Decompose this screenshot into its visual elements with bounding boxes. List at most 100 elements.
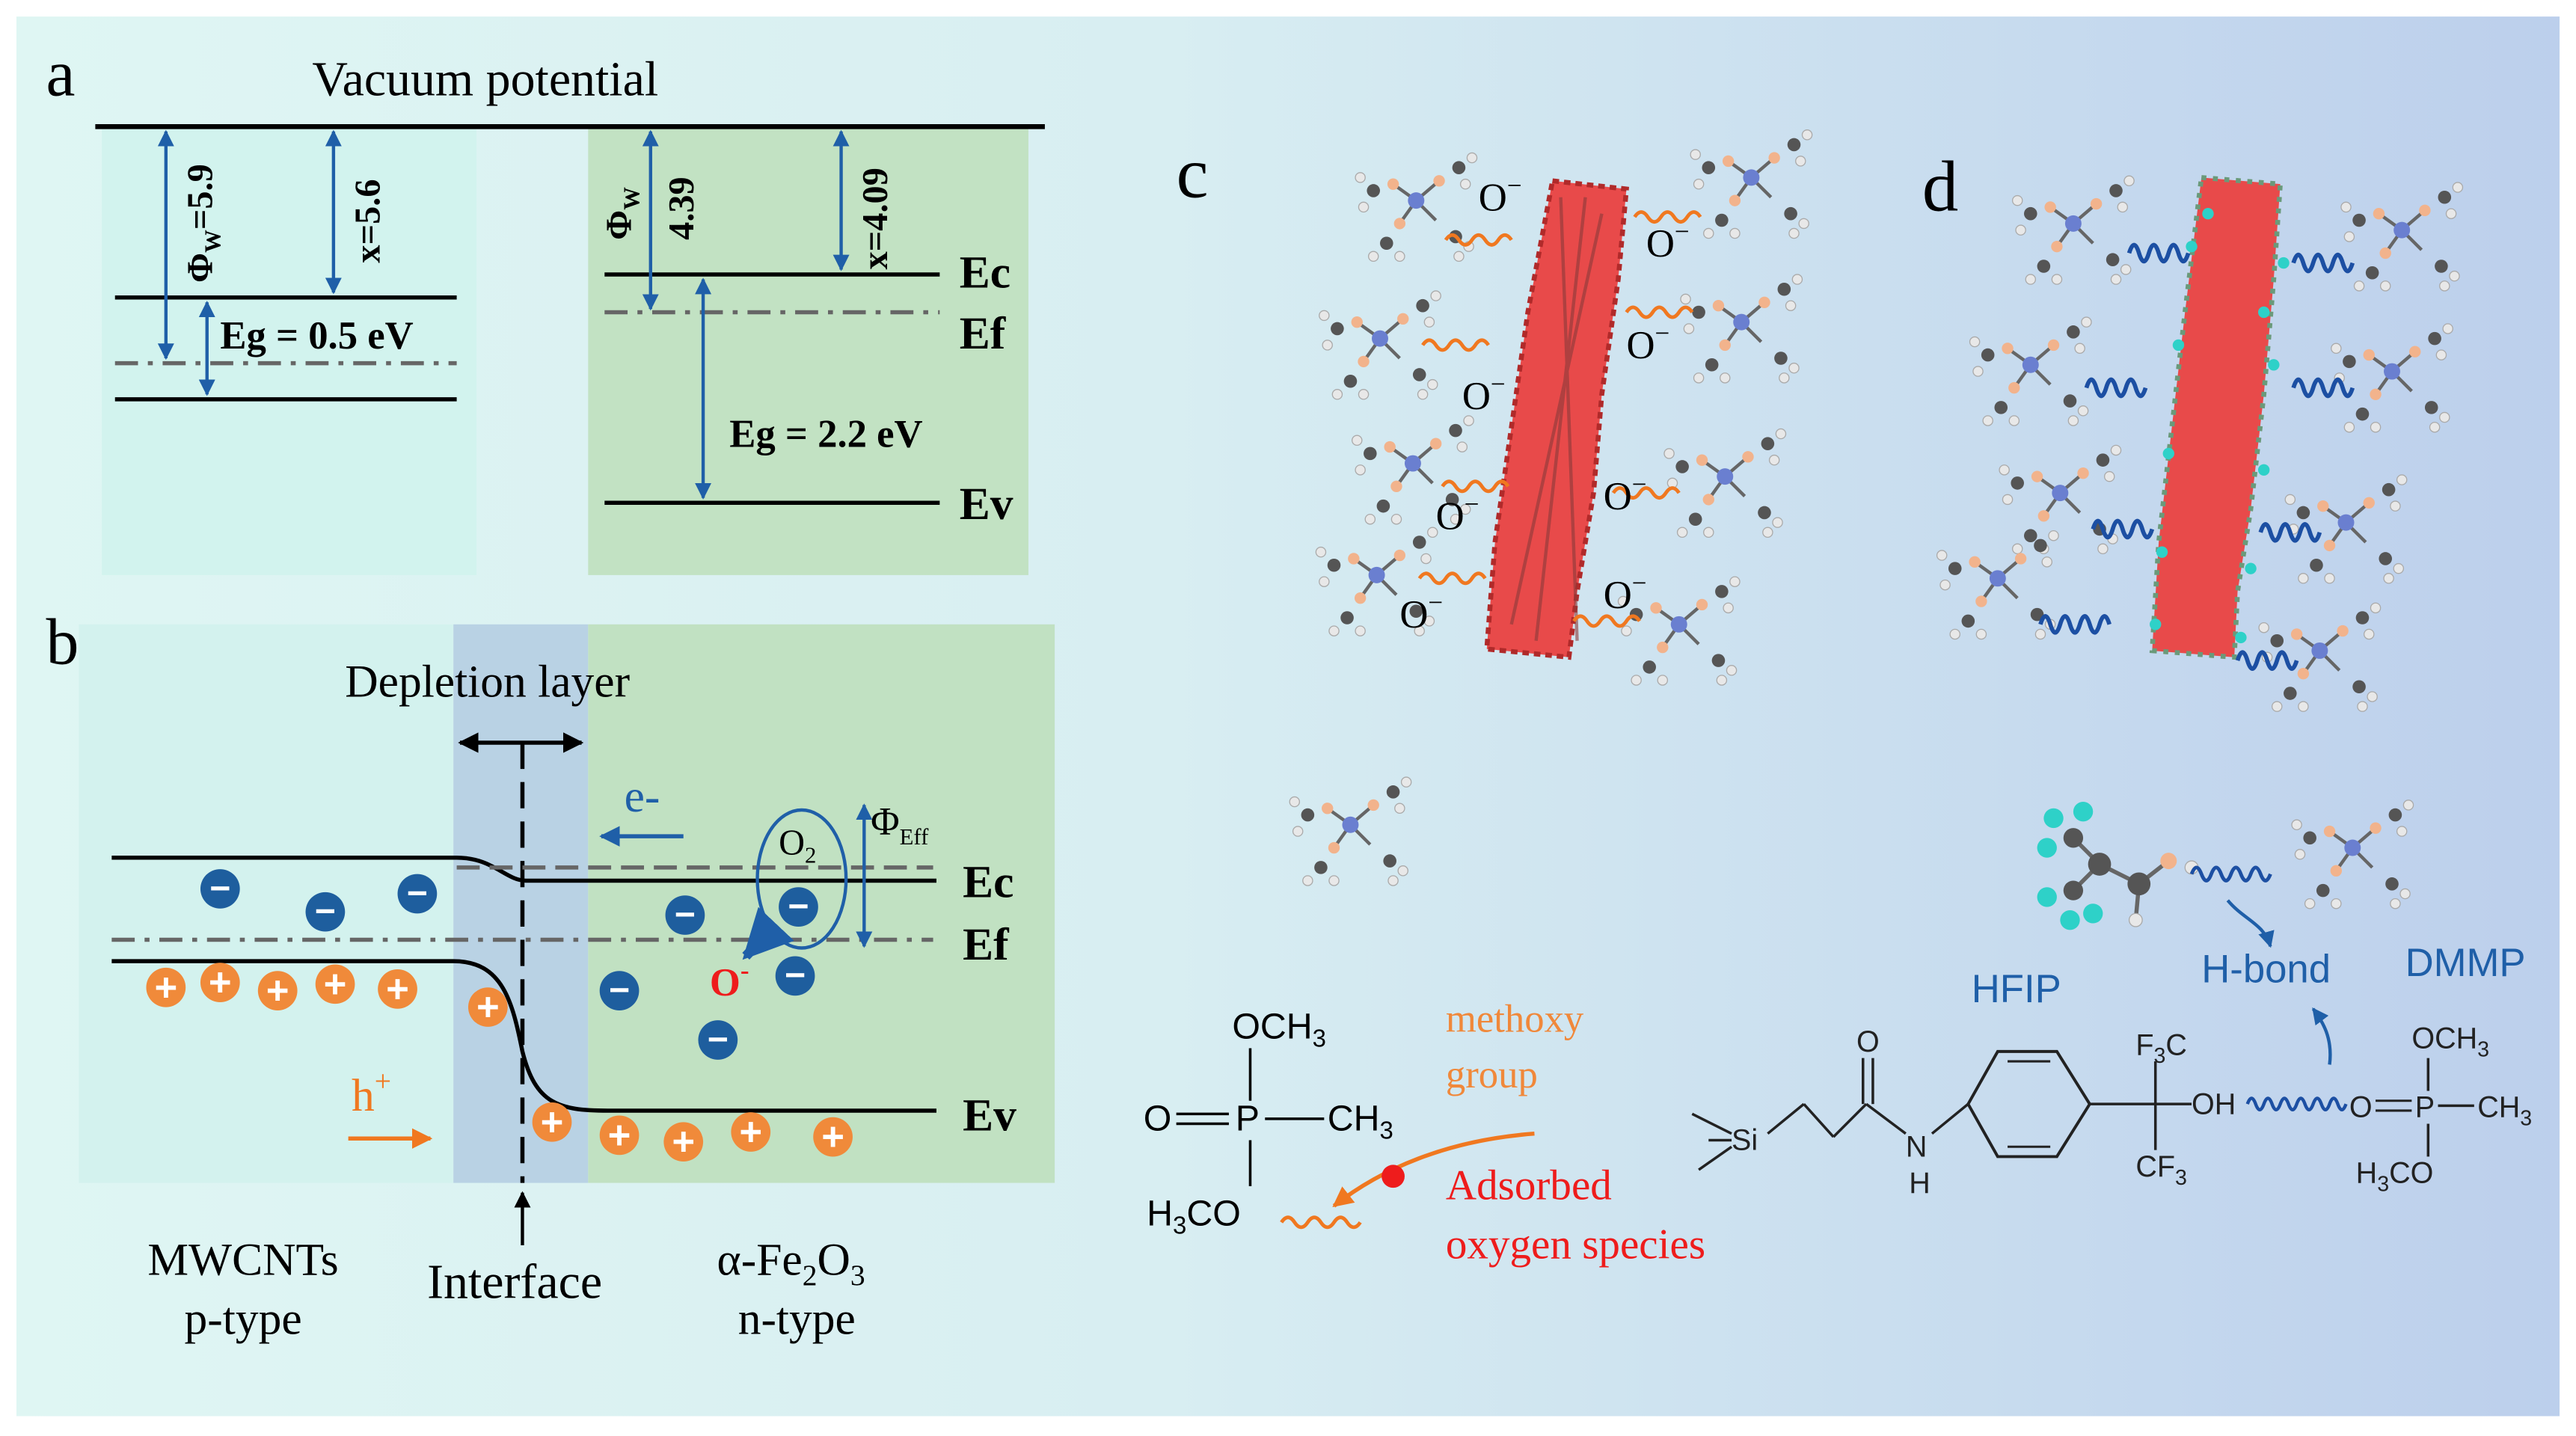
dmmp-structure: OCH3 O P CH3 H3CO <box>1144 1006 1393 1239</box>
o-minus-label: O− <box>1436 489 1479 538</box>
panel-d: d <box>1691 146 2532 1200</box>
atom-n: N <box>1906 1130 1928 1163</box>
hfip-label: HFIP <box>1972 967 2061 1011</box>
electron-sign: − <box>315 892 336 932</box>
panel-b-label: b <box>46 607 79 679</box>
hole-sign: + <box>324 962 347 1006</box>
electron <box>665 895 705 935</box>
electron <box>698 1020 738 1060</box>
electron-flow-label: e- <box>625 771 660 822</box>
electron-sign: − <box>209 868 230 909</box>
o-minus-label: O− <box>1604 470 1647 518</box>
atom-h3co-d: H3CO <box>2356 1157 2434 1197</box>
mwcnt-work-function-label: ΦW=5.9 <box>180 164 225 283</box>
ec-label: Ec <box>963 856 1013 907</box>
fe2o3-ec-label: Ec <box>960 248 1011 298</box>
hole-sign: + <box>821 1115 844 1159</box>
oxygen-reduction-arrow <box>742 906 794 960</box>
panel-c: c O− O− O− <box>1144 130 1812 1268</box>
fe2o3-label: α-Fe2O3 n-type <box>717 1235 877 1345</box>
hole-sign: + <box>266 969 289 1013</box>
o-minus-label: O− <box>1462 369 1506 418</box>
atom-p-d: P <box>2415 1091 2435 1124</box>
atom-h3co: H3CO <box>1147 1194 1241 1239</box>
hbond-pointer-arrow <box>2226 899 2275 948</box>
depletion-layer-label: Depletion layer <box>345 656 630 707</box>
panel-c-label: c <box>1177 133 1209 213</box>
electron <box>305 892 346 932</box>
o2-molecule-ellipse <box>755 808 848 950</box>
atom-o: O <box>1856 1025 1880 1058</box>
atom-f3c: F3C <box>2135 1028 2187 1068</box>
methoxy-bond-squiggle <box>1280 1215 1362 1230</box>
o-minus-label: O− <box>1604 568 1647 617</box>
fe2o3-affinity-label: x=4.09 <box>856 168 895 269</box>
mwcnt-region <box>79 624 454 1183</box>
valence-band <box>111 959 936 1113</box>
fe2o3-ef-label: Ef <box>960 308 1007 359</box>
electron <box>775 956 815 996</box>
fe2o3-band-region <box>588 128 1028 575</box>
o-minus-label: O− <box>1646 217 1690 266</box>
atom-och3: OCH3 <box>1232 1006 1326 1052</box>
hole-sign: + <box>541 1100 564 1144</box>
panel-a-label: a <box>46 38 76 111</box>
atom-cf3: CF3 <box>2135 1150 2187 1190</box>
ef-label: Ef <box>963 919 1010 970</box>
panel-b: b Depletion layer Ec Ef Ev − − − − − − −… <box>46 607 1055 1345</box>
electron-sign: − <box>785 955 806 995</box>
nanotube-d <box>2149 174 2290 660</box>
atom-oh: OH <box>2192 1087 2236 1120</box>
electron <box>599 971 640 1010</box>
atom-ch3: CH3 <box>1328 1098 1393 1144</box>
phi-eff-label: ΦEff <box>871 800 929 850</box>
o-minus-label: O− <box>1399 588 1443 636</box>
atom-p: P <box>1236 1098 1260 1138</box>
hydrogen-bond-squiggle <box>2189 865 2272 883</box>
adsorption-bonds-c <box>1417 210 1702 628</box>
electron-sign: − <box>788 886 809 927</box>
fe2o3-work-function-value: 4.39 <box>662 177 702 240</box>
mwcnt-affinity-label: x=5.6 <box>348 180 387 263</box>
hbond-label: H-bond <box>2201 948 2331 992</box>
o2-label: O2 <box>779 823 816 868</box>
atom-o-double: O <box>1144 1098 1172 1138</box>
ev-label: Ev <box>963 1090 1016 1141</box>
hole-sign: + <box>672 1120 695 1164</box>
hole-flow-label: h+ <box>352 1065 391 1121</box>
hole <box>532 1102 572 1142</box>
holes: + + + + + + + + + + + <box>146 960 853 1164</box>
fe2o3-work-function-symbol: ΦW <box>599 187 644 240</box>
hole <box>467 987 508 1027</box>
hole <box>257 971 298 1010</box>
hole-sign: + <box>476 985 500 1029</box>
o-minus-label: O− <box>1626 319 1669 367</box>
fe2o3-bandgap-label: Eg = 2.2 eV <box>729 413 922 456</box>
atom-si: Si <box>1732 1124 1758 1157</box>
interface-label: Interface <box>427 1254 602 1309</box>
electron <box>397 874 438 914</box>
electrons: − − − − − − − − <box>200 868 818 1060</box>
hole <box>200 963 240 1002</box>
electron <box>200 869 240 909</box>
hole-sign: + <box>386 967 409 1011</box>
o-minus-label: O- <box>710 956 749 1004</box>
electron-sign: − <box>708 1019 729 1060</box>
hole <box>731 1112 771 1152</box>
hole-sign: + <box>209 960 232 1004</box>
hole <box>378 969 417 1009</box>
dmmp-label: DMMP <box>2405 941 2526 985</box>
hole <box>663 1122 704 1162</box>
methoxy-pointer-arrow <box>1332 1131 1535 1208</box>
adsorbed-oxygen-labels: O− O− O− O− O− O− O− O− <box>1399 171 1689 636</box>
nanotube-c <box>1484 178 1630 660</box>
electron-sign: − <box>609 970 630 1010</box>
hole <box>599 1115 640 1156</box>
vacuum-potential-label: Vacuum potential <box>312 52 658 107</box>
atom-och3-d: OCH3 <box>2411 1022 2489 1061</box>
hole <box>315 964 355 1004</box>
